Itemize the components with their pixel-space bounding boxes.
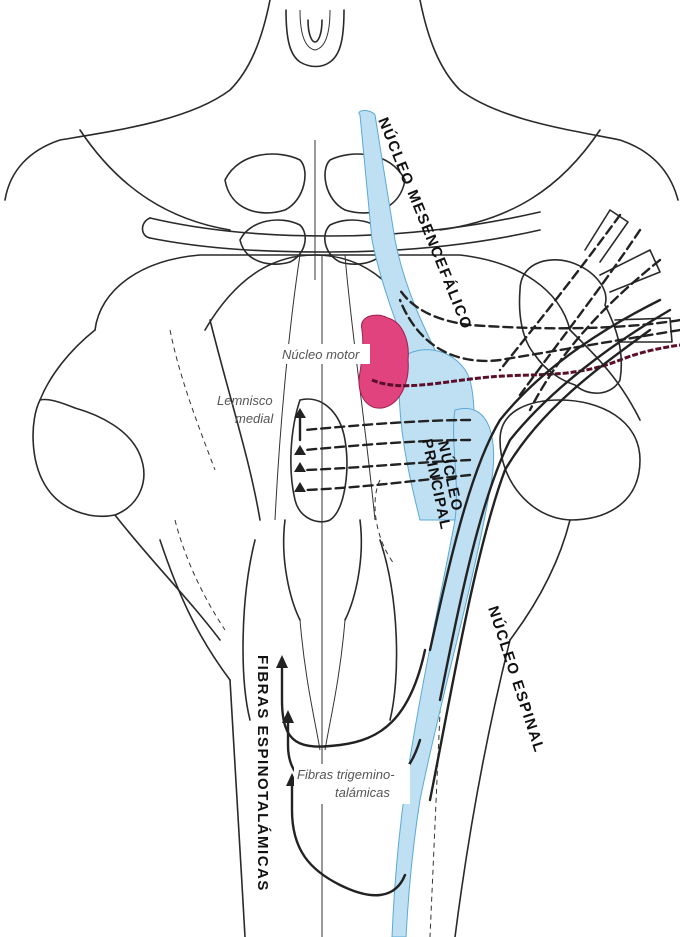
- lemniscus-label-line2: medial: [235, 411, 274, 426]
- trigemino-label-line1: Fibras trigemino-: [297, 767, 395, 782]
- spinothalamic-fibers-label: FIBRAS ESPINOTALÁMICAS: [254, 655, 271, 892]
- lemniscus-label-line1: Lemnisco: [217, 393, 273, 408]
- motor-nucleus-label-box: Núcleo motor: [278, 344, 370, 364]
- trigemino-label-line2: talámicas: [335, 785, 390, 800]
- spinal-nucleus-label: NÚCLEO ESPINAL: [484, 604, 549, 756]
- motor-nucleus-label: Núcleo motor: [282, 347, 360, 362]
- trigemino-label-box: Fibras trigemino- talámicas: [294, 764, 410, 804]
